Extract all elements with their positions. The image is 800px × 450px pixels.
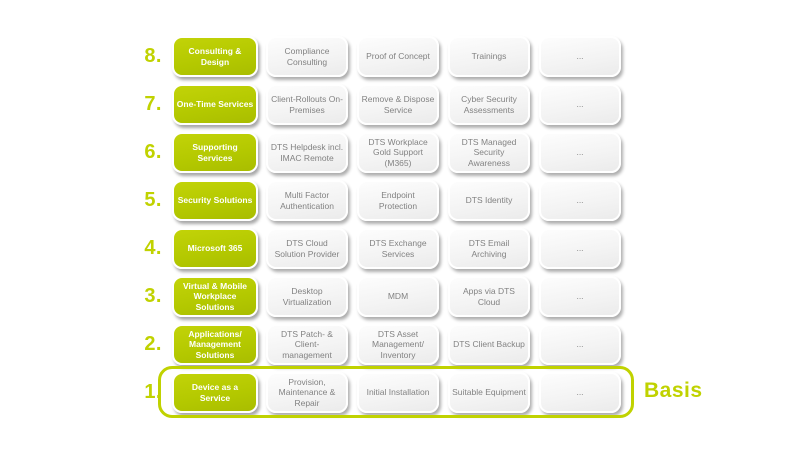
row-number: 8. — [144, 45, 162, 67]
service-label: DTS Cloud Solution Provider — [274, 237, 340, 259]
service-label: ... — [576, 51, 584, 62]
service-label: Initial Installation — [366, 387, 430, 398]
service-label: DTS Identity — [465, 195, 513, 206]
basis-label: Basis — [644, 379, 703, 402]
service-label: DTS Helpdesk incl. IMAC Remote — [270, 141, 344, 163]
category-button: Applications/ Management Solutions — [172, 324, 258, 365]
stack-row: 8. Consulting & Design Compliance Consul… — [130, 36, 621, 77]
stack-row: 5. Security Solutions Multi Factor Authe… — [130, 180, 621, 221]
service-box: Multi Factor Authentication — [266, 180, 348, 221]
service-box: ... — [539, 36, 621, 77]
stack-row: 7. One-Time Services Client-Rollouts On-… — [130, 84, 621, 125]
category-label: Virtual & Mobile Workplace Solutions — [182, 281, 248, 312]
service-box: Provision, Maintenance & Repair — [266, 372, 348, 413]
category-button: Virtual & Mobile Workplace Solutions — [172, 276, 258, 317]
service-label: DTS Asset Management/ Inventory — [372, 328, 424, 360]
category-button: One-Time Services — [172, 84, 258, 125]
category-button: Microsoft 365 — [172, 228, 258, 269]
service-label: MDM — [387, 291, 409, 302]
service-box: DTS Managed Security Awareness — [448, 132, 530, 173]
service-label: Apps via DTS Cloud — [463, 285, 515, 307]
service-box: DTS Asset Management/ Inventory — [357, 324, 439, 365]
row-number: 2. — [144, 333, 162, 355]
service-label: ... — [576, 291, 584, 302]
service-label: Desktop Virtualization — [282, 285, 332, 307]
service-label: ... — [576, 387, 584, 398]
service-box: Apps via DTS Cloud — [448, 276, 530, 317]
category-button: Consulting & Design — [172, 36, 258, 77]
service-label: ... — [576, 243, 584, 254]
service-box: DTS Exchange Services — [357, 228, 439, 269]
service-label: Compliance Consulting — [284, 45, 330, 67]
service-label: Cyber Security Assessments — [461, 93, 517, 115]
service-box: DTS Workplace Gold Support (M365) — [357, 132, 439, 173]
category-label: Security Solutions — [177, 195, 253, 206]
category-label: Device as a Service — [191, 382, 239, 403]
service-box: Cyber Security Assessments — [448, 84, 530, 125]
service-label: Multi Factor Authentication — [280, 189, 334, 211]
service-box: Proof of Concept — [357, 36, 439, 77]
category-button: Device as a Service — [172, 372, 258, 413]
service-box: DTS Patch- & Client-management — [266, 324, 348, 365]
stack-rows: 8. Consulting & Design Compliance Consul… — [130, 36, 621, 420]
stack-row: 4. Microsoft 365 DTS Cloud Solution Prov… — [130, 228, 621, 269]
row-number: 4. — [144, 237, 162, 259]
service-label: DTS Managed Security Awareness — [461, 136, 517, 168]
service-box: ... — [539, 228, 621, 269]
service-label: Endpoint Protection — [378, 189, 418, 211]
service-label: DTS Workplace Gold Support (M365) — [368, 136, 428, 168]
service-label: DTS Client Backup — [453, 339, 525, 350]
service-box: ... — [539, 276, 621, 317]
category-label: Applications/ Management Solutions — [188, 329, 242, 360]
service-box: MDM — [357, 276, 439, 317]
service-label: DTS Exchange Services — [369, 237, 427, 259]
service-label: DTS Email Archiving — [468, 237, 510, 259]
service-box: Remove & Dispose Service — [357, 84, 439, 125]
service-box: ... — [539, 180, 621, 221]
service-label: Remove & Dispose Service — [361, 93, 435, 115]
category-label: One-Time Services — [176, 99, 254, 110]
service-label: ... — [576, 99, 584, 110]
service-box: DTS Identity — [448, 180, 530, 221]
row-number: 7. — [144, 93, 162, 115]
service-label: Provision, Maintenance & Repair — [278, 376, 336, 408]
category-label: Consulting & Design — [188, 46, 242, 67]
service-label: Suitable Equipment — [452, 387, 526, 398]
stack-row: 1. Device as a Service Provision, Mainte… — [130, 372, 621, 413]
service-label: Client-Rollouts On-Premises — [271, 93, 343, 115]
service-label: Trainings — [471, 51, 507, 62]
service-box: DTS Email Archiving — [448, 228, 530, 269]
service-label: Proof of Concept — [366, 51, 430, 62]
service-box: Compliance Consulting — [266, 36, 348, 77]
service-label: ... — [576, 195, 584, 206]
service-box: Desktop Virtualization — [266, 276, 348, 317]
service-box: Client-Rollouts On-Premises — [266, 84, 348, 125]
service-box: ... — [539, 372, 621, 413]
row-number: 5. — [144, 189, 162, 211]
service-box: Endpoint Protection — [357, 180, 439, 221]
service-box: Trainings — [448, 36, 530, 77]
category-button: Supporting Services — [172, 132, 258, 173]
service-box: ... — [539, 324, 621, 365]
service-box: Initial Installation — [357, 372, 439, 413]
service-label: ... — [576, 339, 584, 350]
stack-row: 2. Applications/ Management Solutions DT… — [130, 324, 621, 365]
row-number: 3. — [144, 285, 162, 307]
service-box: ... — [539, 84, 621, 125]
service-box: DTS Client Backup — [448, 324, 530, 365]
service-box: Suitable Equipment — [448, 372, 530, 413]
service-box: DTS Cloud Solution Provider — [266, 228, 348, 269]
category-button: Security Solutions — [172, 180, 258, 221]
row-number: 1. — [144, 381, 162, 403]
service-box: DTS Helpdesk incl. IMAC Remote — [266, 132, 348, 173]
category-label: Supporting Services — [192, 142, 238, 163]
row-number: 6. — [144, 141, 162, 163]
service-label: ... — [576, 147, 584, 158]
service-box: ... — [539, 132, 621, 173]
category-label: Microsoft 365 — [187, 243, 243, 254]
stack-row: 6. Supporting Services DTS Helpdesk incl… — [130, 132, 621, 173]
stack-row: 3. Virtual & Mobile Workplace Solutions … — [130, 276, 621, 317]
service-label: DTS Patch- & Client-management — [281, 328, 333, 360]
